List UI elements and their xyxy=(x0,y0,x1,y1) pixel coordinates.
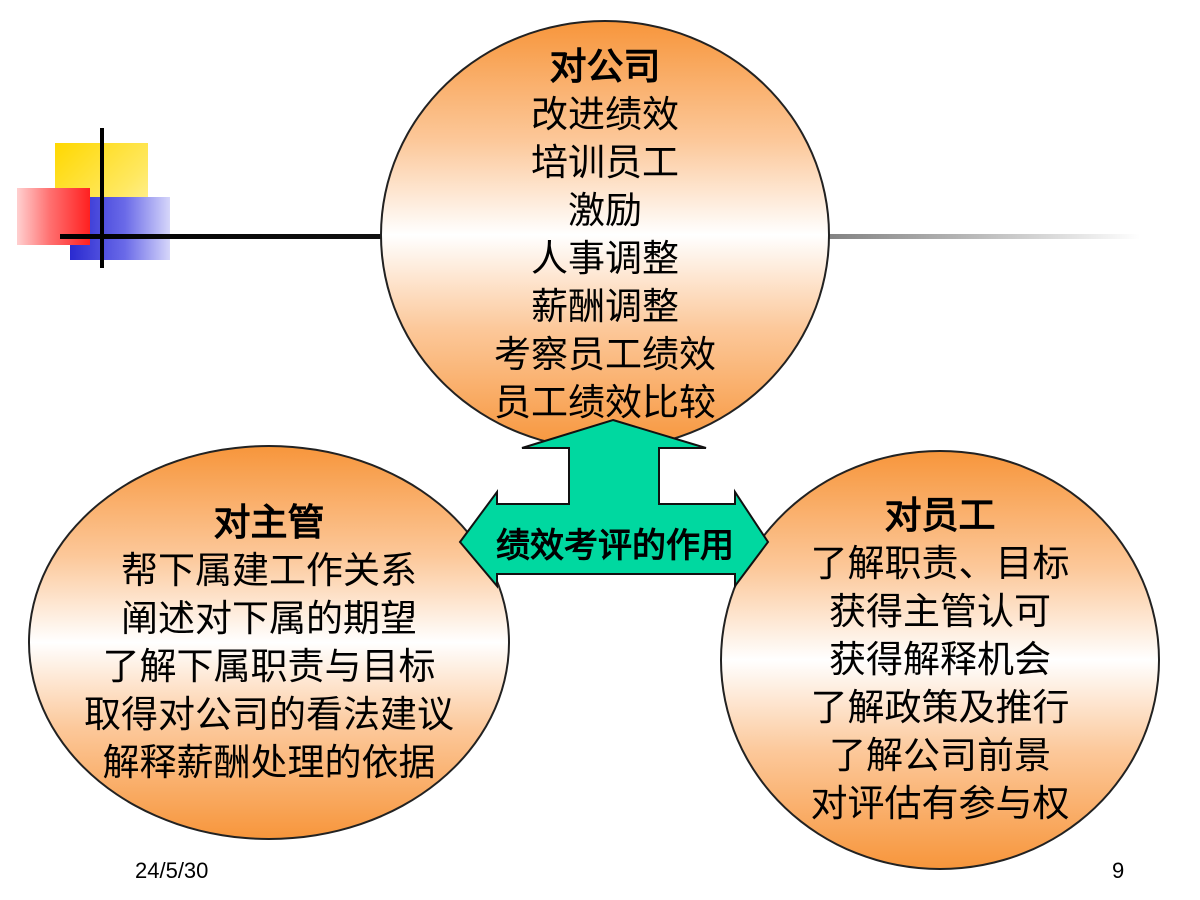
circle-supervisor: 对主管 帮下属建工作关系 阐述对下属的期望 了解下属职责与目标 取得对公司的看法… xyxy=(28,445,510,840)
employee-item: 了解政策及推行 xyxy=(810,686,1070,729)
employee-text: 对员工 了解职责、目标 获得主管认可 获得解释机会 了解政策及推行 了解公司前景… xyxy=(811,492,1070,828)
company-title: 对公司 xyxy=(549,45,661,88)
employee-item: 获得主管认可 xyxy=(829,590,1051,633)
employee-item: 对评估有参与权 xyxy=(810,782,1070,825)
employee-item: 了解职责、目标 xyxy=(810,542,1070,585)
employee-item: 了解公司前景 xyxy=(829,734,1051,777)
company-item: 考察员工绩效 xyxy=(494,333,716,376)
employee-title: 对员工 xyxy=(884,494,996,537)
company-text: 对公司 改进绩效 培训员工 激励 人事调整 薪酬调整 考察员工绩效 员工绩效比较 xyxy=(494,43,716,427)
three-way-arrow-icon xyxy=(458,418,770,589)
supervisor-text: 对主管 帮下属建工作关系 阐述对下属的期望 了解下属职责与目标 取得对公司的看法… xyxy=(84,499,454,787)
supervisor-item: 帮下属建工作关系 xyxy=(121,548,417,592)
center-label: 绩效考评的作用 xyxy=(496,526,734,566)
page-number: 9 xyxy=(1112,858,1125,883)
company-item: 人事调整 xyxy=(531,237,679,280)
company-item: 薪酬调整 xyxy=(531,285,679,328)
company-item: 激励 xyxy=(568,189,642,232)
decor-vertical-line xyxy=(100,128,104,268)
company-item: 培训员工 xyxy=(531,141,679,184)
employee-item: 获得解释机会 xyxy=(829,638,1051,681)
circle-company: 对公司 改进绩效 培训员工 激励 人事调整 薪酬调整 考察员工绩效 员工绩效比较 xyxy=(380,20,830,450)
supervisor-title: 对主管 xyxy=(213,500,325,544)
supervisor-item: 取得对公司的看法建议 xyxy=(84,692,454,736)
supervisor-item: 了解下属职责与目标 xyxy=(102,644,436,688)
footer-date: 24/5/30 xyxy=(135,858,209,883)
circle-employee: 对员工 了解职责、目标 获得主管认可 获得解释机会 了解政策及推行 了解公司前景… xyxy=(720,450,1160,870)
supervisor-item: 解释薪酬处理的依据 xyxy=(102,740,436,784)
company-item: 改进绩效 xyxy=(531,93,679,136)
company-item: 员工绩效比较 xyxy=(494,381,716,424)
supervisor-item: 阐述对下属的期望 xyxy=(121,596,417,640)
